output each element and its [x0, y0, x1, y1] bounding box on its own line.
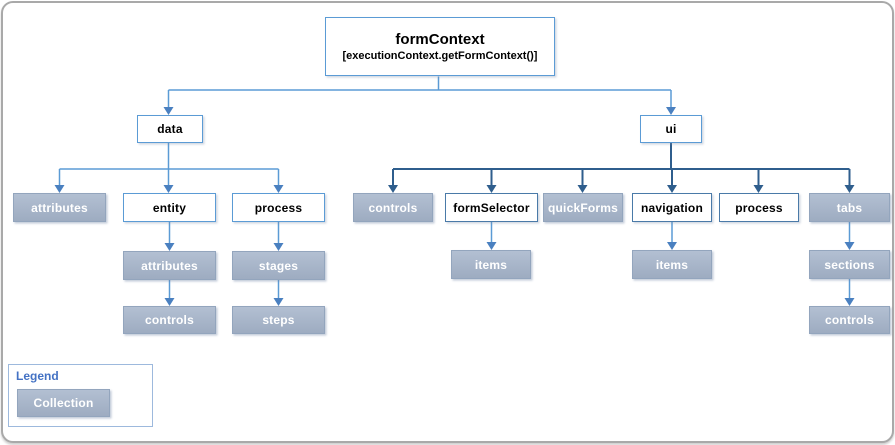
node-ui: ui [640, 115, 702, 143]
legend: Legend Collection [8, 364, 153, 427]
node-tabs: tabs [809, 193, 890, 222]
node-ui-controls: controls [353, 193, 433, 222]
node-ui-process: process [719, 193, 799, 222]
legend-title: Legend [16, 369, 59, 383]
node-process-steps: steps [232, 306, 325, 334]
node-entity-attributes: attributes [123, 251, 216, 280]
node-navigation-items: items [632, 250, 712, 279]
node-navigation: navigation [632, 193, 712, 222]
node-data: data [137, 115, 203, 143]
node-process-stages: stages [232, 251, 325, 280]
node-formselector-items: items [451, 250, 531, 279]
node-data-process: process [232, 193, 325, 222]
node-tabs-sections: sections [809, 250, 890, 279]
node-entity: entity [123, 193, 216, 222]
formcontext-title: formContext [395, 31, 485, 48]
formcontext-subtitle: [executionContext.getFormContext()] [342, 50, 538, 62]
node-entity-controls: controls [123, 306, 216, 334]
node-formselector: formSelector [445, 193, 538, 222]
node-quickforms: quickForms [543, 193, 623, 222]
node-formcontext: formContext [executionContext.getFormCon… [325, 17, 555, 76]
legend-collection-sample: Collection [17, 389, 110, 417]
node-data-attributes: attributes [13, 193, 106, 222]
node-tabs-controls: controls [809, 306, 890, 334]
